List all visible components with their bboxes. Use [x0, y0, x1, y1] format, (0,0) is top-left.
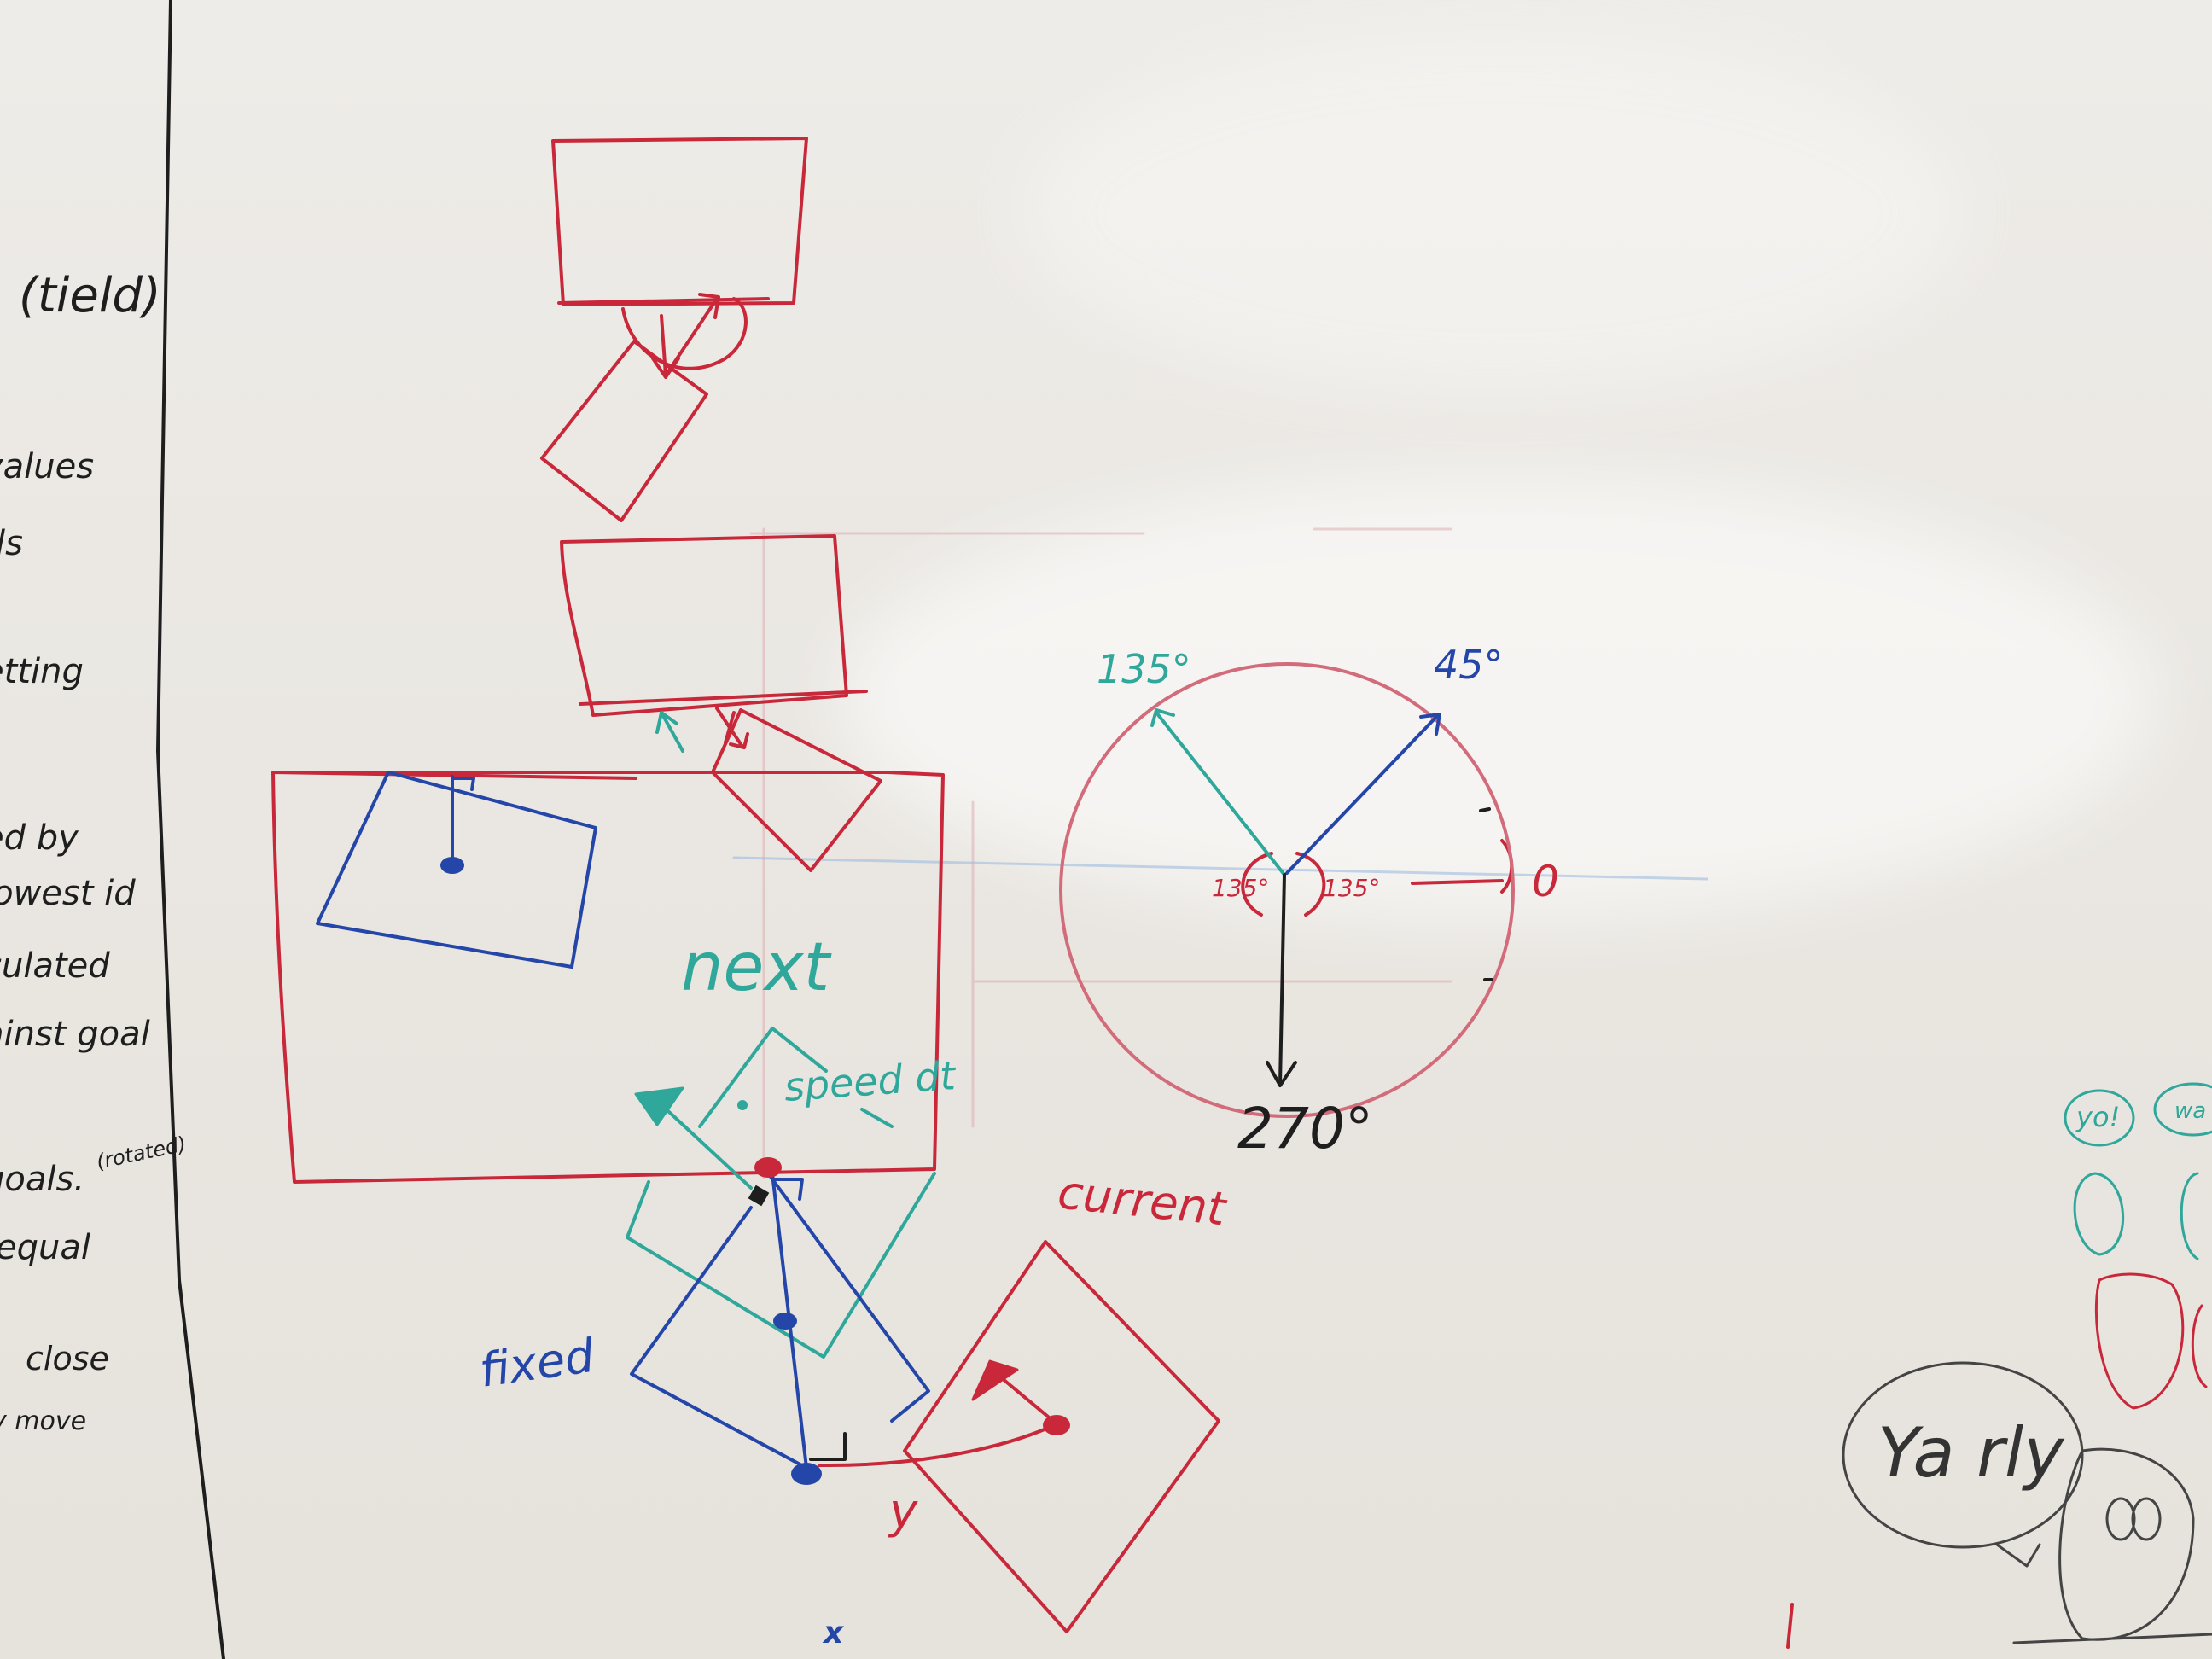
grey-creature-eye-l — [2105, 1497, 2136, 1541]
left-text-5: lowest id — [0, 874, 136, 913]
current-square — [903, 1240, 1220, 1633]
light-glare-top — [1024, 34, 1963, 393]
circle-tick-right — [1479, 807, 1491, 812]
red-ink — [271, 137, 1794, 1649]
red-arrowhead-current — [971, 1359, 1019, 1401]
left-text-7: ainst goal — [0, 1015, 150, 1054]
teal-arrowhead — [634, 1086, 684, 1126]
red-dot-top — [754, 1157, 782, 1178]
doodle-group — [1842, 1082, 2212, 1644]
inner-angle-right: 135° — [1323, 874, 1380, 902]
tilted-square-top — [540, 340, 708, 522]
label-current: current — [1056, 1165, 1230, 1236]
fixed-diamond — [630, 1172, 930, 1470]
top-arrow-head-a — [698, 293, 720, 319]
inner-angle-left: 135° — [1212, 874, 1269, 902]
left-text-9: (rotated) — [94, 1132, 188, 1174]
big-frame — [271, 771, 945, 1184]
light-glare — [836, 478, 2159, 922]
grey-creature-eye-r — [2131, 1497, 2162, 1541]
grey-base-line — [2012, 1633, 2212, 1644]
doodle-wa: wa — [2174, 1098, 2206, 1124]
teal-dot-speed — [737, 1100, 748, 1110]
left-text-6: culated — [0, 946, 110, 986]
bottom-mark: x — [822, 1615, 845, 1650]
left-text-11: close — [26, 1340, 109, 1377]
red-left-paren — [1786, 1603, 1794, 1649]
right-angle-arc — [1295, 852, 1326, 917]
angle-label-135: 135° — [1097, 646, 1191, 692]
red-dot-current — [1043, 1415, 1070, 1435]
black-ink — [1266, 807, 1493, 1087]
left-text-8: goals. — [0, 1160, 84, 1199]
yarly-bubble — [1842, 1361, 2084, 1549]
teal-arrow-left — [655, 1099, 753, 1190]
left-text-10: equal — [0, 1228, 90, 1267]
angle-circle — [1059, 662, 1515, 1118]
teal-diamond-next — [626, 1027, 936, 1359]
middle-base — [579, 690, 868, 706]
doodle-yo: yo! — [2075, 1101, 2120, 1133]
angle-label-0: 0 — [1532, 857, 1559, 906]
top-arrow-head-b — [651, 357, 680, 379]
middle-rectangle — [560, 534, 848, 717]
wa-bubble — [2153, 1082, 2212, 1137]
yo-bubble — [2064, 1089, 2135, 1147]
blue-rect-top — [316, 771, 597, 969]
label-fixed: fixed — [476, 1329, 598, 1398]
circle-135-head — [1150, 708, 1175, 727]
left-text-12: y move — [0, 1406, 86, 1436]
blue-rect-corner — [451, 777, 475, 791]
top-rectangle — [551, 137, 808, 306]
teal-ink — [626, 708, 1286, 1359]
circle-45-head — [1419, 713, 1441, 736]
blue-dot-bottom — [791, 1463, 822, 1485]
angle-label-45: 45° — [1434, 642, 1504, 688]
red-creature-2 — [2191, 1304, 2208, 1388]
label-speed-dt: speed dt — [783, 1052, 958, 1110]
board-divider-line — [156, 0, 225, 1659]
faint-blue-line — [732, 856, 1708, 881]
left-text-4: ed by — [0, 818, 79, 858]
angle-label-270: 270° — [1237, 1096, 1373, 1161]
left-text-3: etting — [0, 652, 84, 691]
circle-45-vector — [1285, 713, 1440, 875]
black-square-mark — [748, 1185, 770, 1207]
doodle-yarly: Ya rly — [1877, 1413, 2065, 1493]
blue-dot-mid — [773, 1313, 797, 1330]
circle-zero-tick — [1411, 879, 1504, 885]
yarly-tail — [1995, 1543, 2041, 1568]
left-angle-arc — [1241, 852, 1273, 917]
left-text-2: ls — [0, 524, 23, 563]
red-creature — [2094, 1272, 2185, 1410]
blue-dot-top — [440, 857, 464, 874]
teal-arrow-next — [655, 711, 684, 753]
grey-creature — [2058, 1447, 2195, 1641]
tilted-rect-mid — [711, 708, 882, 872]
left-text-1: values — [0, 447, 94, 486]
red-vector — [995, 1372, 1060, 1427]
teal-creature-2 — [2180, 1172, 2199, 1260]
label-next: next — [681, 929, 832, 1006]
left-text-0: (tield) — [19, 268, 161, 323]
label-y: y — [888, 1484, 918, 1540]
circle-270-head — [1266, 1061, 1297, 1087]
y-curve — [818, 1422, 1060, 1468]
right-angle-mark-fixed — [809, 1432, 847, 1461]
circle-270-vector — [1278, 873, 1286, 1086]
teal-creature-1 — [2073, 1172, 2125, 1256]
circle-135-vector — [1155, 711, 1286, 876]
speed-underline — [860, 1108, 894, 1128]
faint-grid — [749, 527, 1452, 1179]
blue-stem-corner — [771, 1178, 804, 1201]
